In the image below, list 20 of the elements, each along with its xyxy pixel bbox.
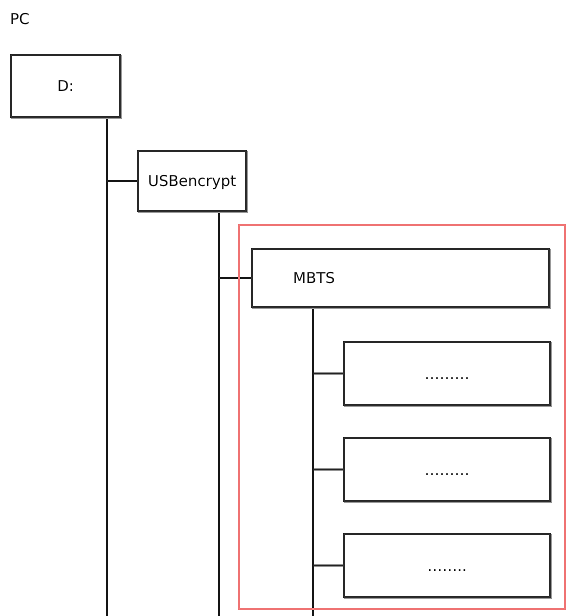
folder-box [251, 248, 550, 308]
tree-line [106, 181, 108, 616]
folder-box [10, 54, 121, 118]
folder-box [343, 341, 551, 406]
folder-name: USBencrypt [148, 172, 236, 190]
highlight-frame [238, 224, 566, 610]
folder-box [343, 533, 551, 598]
folder-name: D: [57, 77, 74, 95]
tree-line [312, 566, 314, 616]
folder-box [137, 150, 247, 212]
folder-box [343, 437, 551, 502]
folder-name: ……… [424, 364, 470, 382]
tree-line [218, 278, 220, 616]
root-label: PC [10, 10, 30, 28]
folder-name: MBTS [293, 269, 335, 287]
tree-connector [218, 212, 251, 279]
tree-connector [106, 118, 137, 182]
tree-connector [312, 308, 343, 566]
folder-name: ……… [424, 460, 470, 478]
folder-name: …….. [427, 556, 467, 574]
